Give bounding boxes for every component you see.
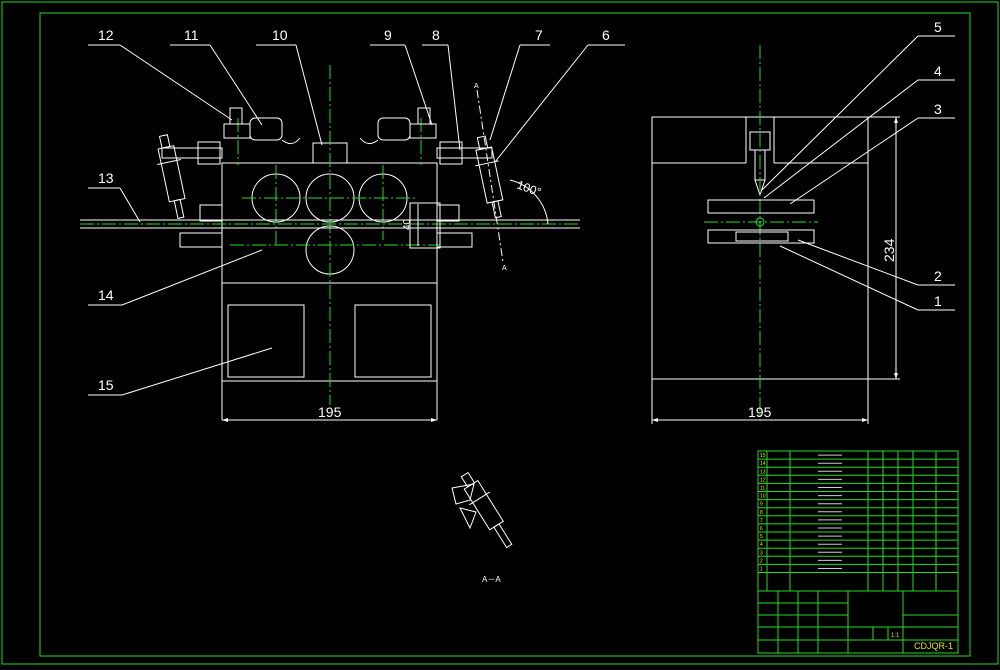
title-drawing-number: CDJQR-1 [914, 641, 953, 651]
section-label: A－A [482, 575, 501, 584]
parts-row-number: 10 [760, 494, 766, 500]
callout-1: 1 [934, 293, 942, 309]
parts-row-number: 13 [760, 469, 766, 475]
parts-row-number: 4 [760, 542, 763, 548]
front-callouts: 12 11 10 9 8 7 6 13 14 15 [88, 27, 625, 396]
callout-3: 3 [934, 101, 942, 117]
front-view: 40 A A 100° 195 [80, 65, 580, 422]
dim-small-height: 40 [402, 218, 413, 230]
section-view-aa: A－A [451, 471, 513, 584]
parts-row-number: 3 [760, 550, 763, 556]
section-mark-bottom: A [502, 265, 507, 272]
callout-13: 13 [98, 170, 114, 186]
callout-7: 7 [535, 27, 543, 43]
parts-row-number: 1 [760, 567, 763, 573]
callout-10: 10 [272, 27, 288, 43]
parts-row-number: 11 [760, 486, 765, 492]
dim-side-width: 195 [748, 404, 772, 420]
callout-4: 4 [934, 63, 942, 79]
parts-row-number: 5 [760, 534, 763, 540]
callout-5: 5 [934, 19, 942, 35]
parts-row-number: 8 [760, 510, 763, 516]
section-mark-top: A [474, 83, 479, 90]
title-block: 1:1 CDJQR-1 [757, 590, 959, 654]
title-scale: 1:1 [891, 633, 900, 639]
callout-2: 2 [934, 268, 942, 284]
dim-angle: 100° [515, 178, 543, 200]
callout-8: 8 [432, 27, 440, 43]
callout-15: 15 [98, 377, 114, 393]
inner-frame [39, 12, 971, 657]
parts-row-number: 9 [760, 502, 763, 508]
parts-row-number: 14 [760, 461, 766, 467]
parts-row-number: 15 [760, 453, 766, 459]
callout-9: 9 [384, 27, 392, 43]
side-view: 195 234 [651, 45, 900, 424]
side-callouts: 5 4 3 2 1 [761, 19, 955, 311]
parts-row-number: 6 [760, 526, 763, 532]
parts-row-number: 7 [760, 518, 763, 524]
callout-12: 12 [98, 27, 114, 43]
parts-row-number: 12 [760, 477, 766, 483]
dim-front-width: 195 [318, 404, 342, 420]
callout-14: 14 [98, 287, 114, 303]
callout-6: 6 [602, 27, 610, 43]
dim-side-height: 234 [881, 238, 897, 262]
parts-row-number: 2 [760, 558, 763, 564]
parts-list: 15 14 13 12 11 10 9 8 7 6 5 4 3 2 1 [757, 450, 959, 592]
callout-11: 11 [184, 27, 199, 43]
